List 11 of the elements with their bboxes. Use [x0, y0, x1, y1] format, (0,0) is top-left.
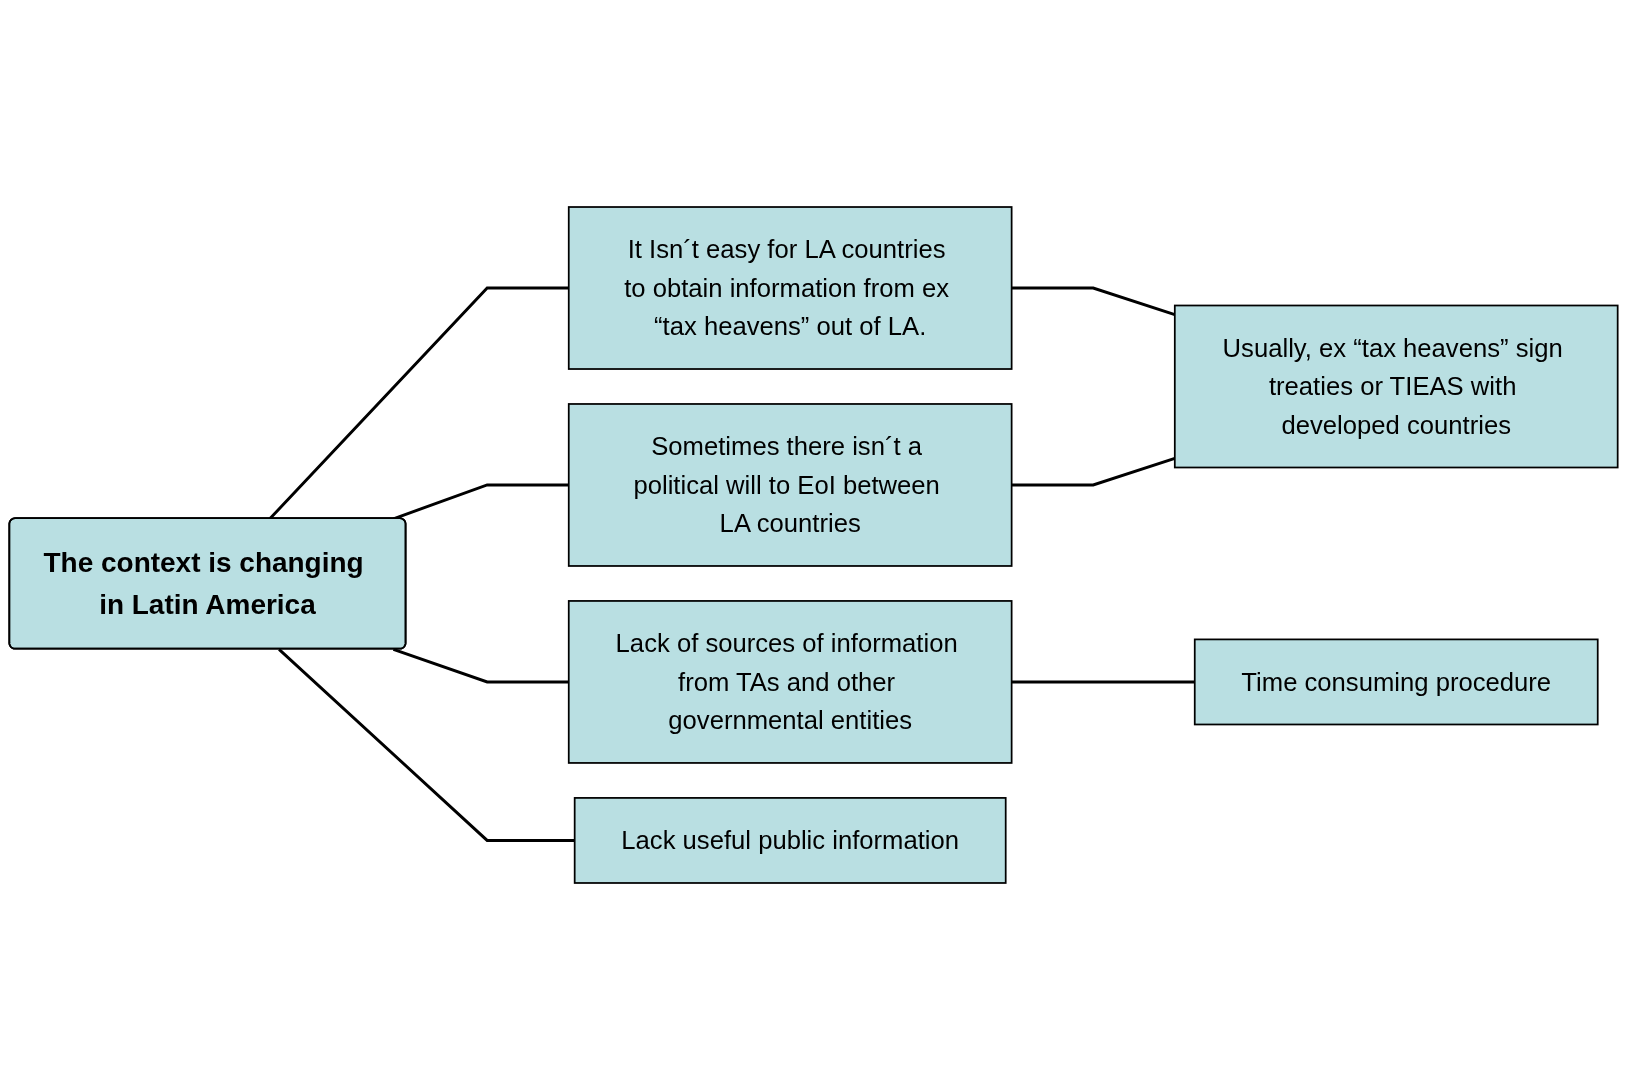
connector: [278, 648, 575, 842]
connector: [1011, 457, 1176, 487]
connector: [268, 286, 569, 520]
node-box: Sometimes there isn´t a political will to EoI between LA countries: [567, 403, 1013, 567]
node-box: Time consuming procedure: [1193, 638, 1599, 726]
node-box: It Isn´t easy for LA countries to obtain information from ex “tax heavens” out of LA.: [567, 206, 1013, 370]
node-box: Lack of sources of information from TAs and other governmental entities: [567, 600, 1013, 764]
node-box: Usually, ex “tax heavens” sign treaties or TIEAS with developed countries: [1173, 304, 1619, 469]
connector: [392, 647, 569, 684]
node-box: Lack useful public information: [573, 797, 1007, 884]
connector: [1011, 680, 1195, 684]
